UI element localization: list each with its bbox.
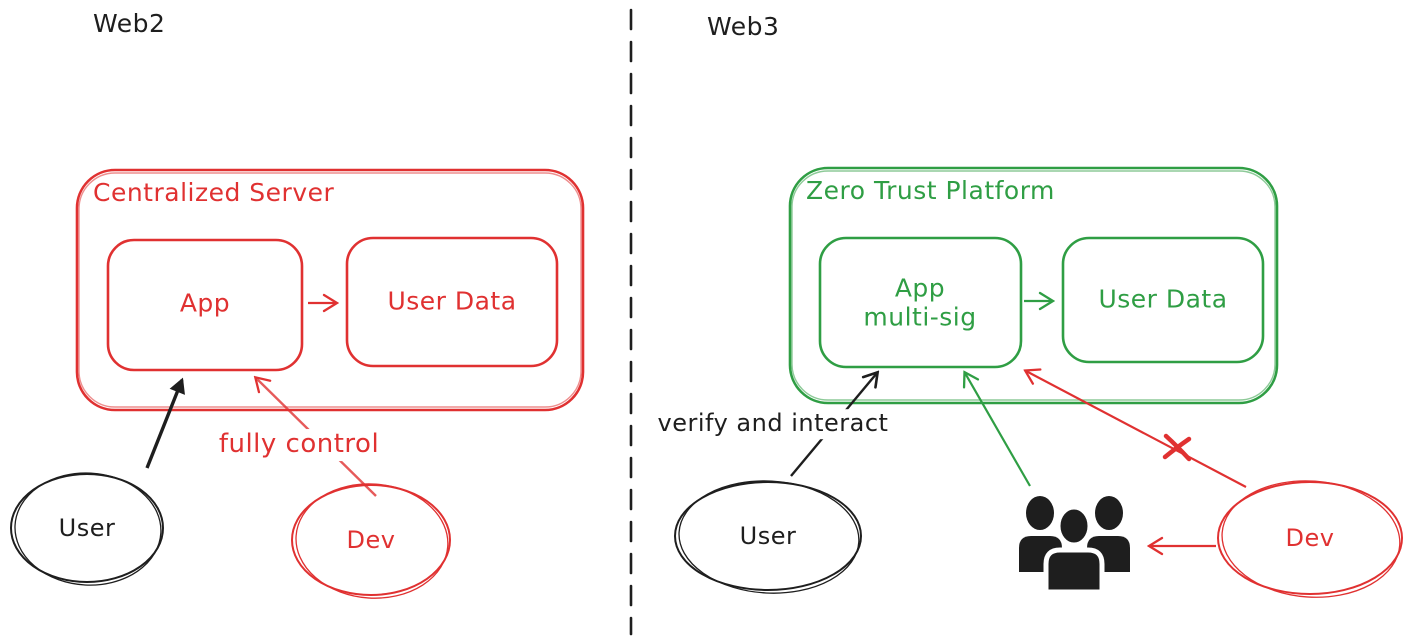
- user-to-app-arrow: [145, 377, 185, 469]
- dev-ellipse-label-web3: Dev: [1285, 524, 1335, 553]
- user-data-box-label-web3: User Data: [1098, 284, 1228, 314]
- verify-and-interact-arrow-label: verify and interact: [650, 409, 896, 439]
- user-data-box-web3: [1061, 236, 1265, 364]
- app-multisig-box-label: App multi-sig: [863, 273, 977, 332]
- app-multisig-box: [818, 236, 1023, 369]
- zero-trust-platform-box-sketch: [791, 170, 1276, 401]
- fully-control-arrow-label: fully control: [211, 429, 387, 461]
- centralized-server-label: Centralized Server: [93, 178, 335, 207]
- x-cross-icon: [1162, 433, 1192, 462]
- web2-title: Web2: [93, 9, 166, 38]
- app-multisig-line2: multi-sig: [863, 302, 977, 331]
- people-group-icon: [1019, 496, 1130, 595]
- dev-ellipse: [291, 483, 451, 599]
- app-box: [106, 238, 304, 372]
- centralized-server-box-sketch: [78, 172, 582, 408]
- zero-trust-platform-label: Zero Trust Platform: [806, 176, 1055, 205]
- dev-ellipse-label: Dev: [346, 526, 396, 555]
- web3-shapes: [674, 166, 1403, 598]
- dev-to-app-blocked-arrow: [1026, 371, 1247, 488]
- user-data-box-label: User Data: [387, 286, 517, 316]
- user-data-box: [345, 236, 559, 368]
- user-ellipse-label-web3: User: [739, 522, 797, 551]
- web2-shapes: [10, 168, 585, 599]
- app-multisig-line1: App: [894, 273, 946, 303]
- dev-ellipse-web3: [1217, 480, 1403, 598]
- centralized-server-box: [75, 168, 585, 412]
- user-ellipse-web3: [674, 480, 862, 594]
- community-to-app-arrow: [965, 373, 1031, 487]
- app-box-label: App: [179, 288, 231, 318]
- web3-title: Web3: [707, 12, 780, 41]
- zero-trust-platform-box: [788, 166, 1279, 405]
- user-ellipse: [10, 472, 164, 586]
- user-ellipse-label: User: [58, 514, 116, 543]
